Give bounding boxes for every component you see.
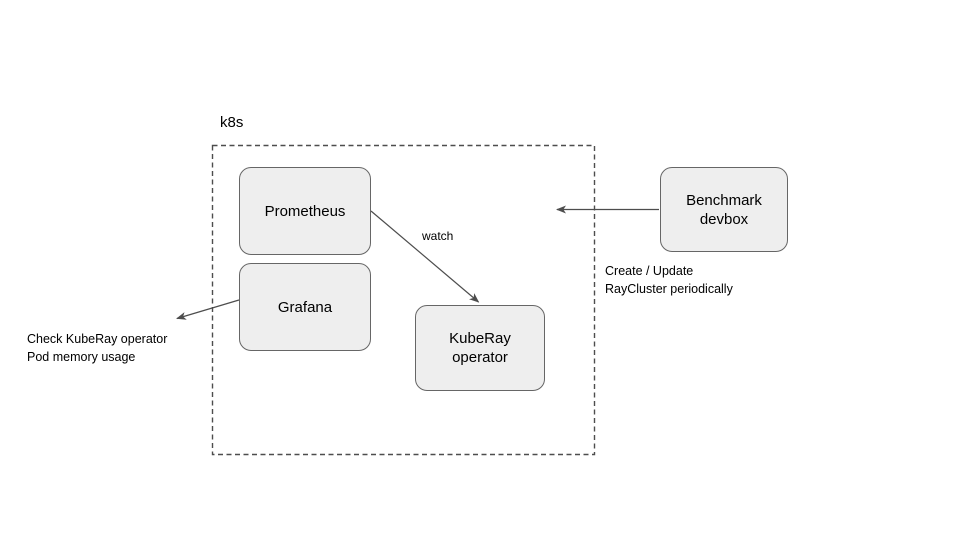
node-prometheus[interactable]: Prometheus xyxy=(239,167,371,255)
k8s-boundary-rect xyxy=(211,144,596,456)
annotation-check-kuberay-pod-memory: Check KubeRay operator Pod memory usage xyxy=(27,332,168,364)
edge-prometheus-watch-kuberay xyxy=(370,210,480,303)
node-kuberay-operator[interactable]: KubeRay operator xyxy=(415,305,545,391)
annotation-create-update-raycluster: Create / Update RayCluster periodically xyxy=(605,264,733,296)
edge-grafana-to-viewer xyxy=(176,299,240,320)
edge-label-watch: watch xyxy=(422,229,454,243)
node-benchmark-devbox[interactable]: Benchmark devbox xyxy=(660,167,788,252)
k8s-boundary-label: k8s xyxy=(220,114,244,131)
node-grafana[interactable]: Grafana xyxy=(239,263,371,351)
